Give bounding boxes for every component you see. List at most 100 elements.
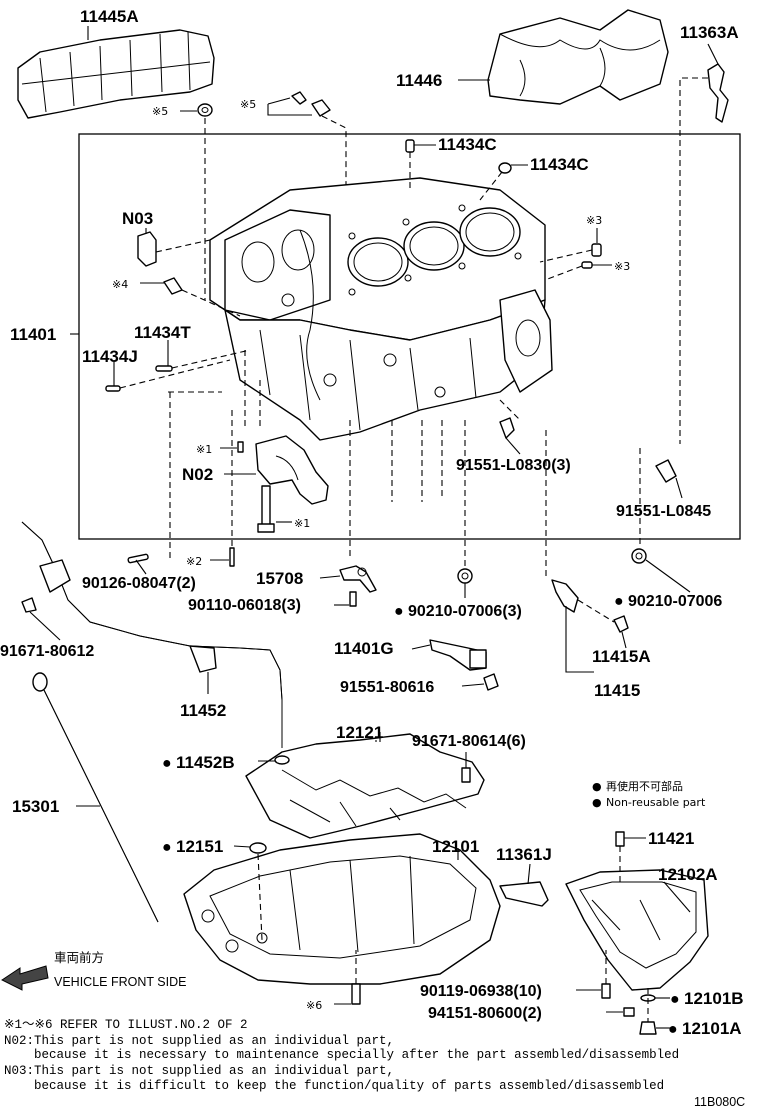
oil-pan-12101-illustration [183,833,501,985]
bracket-15708-illustration [339,565,377,593]
bolt-91551-L0830-illustration [499,417,515,439]
pin-11434T-illustration [155,365,173,372]
label-94151: 94151-80600(2) [428,1005,542,1022]
bullet-11452B: ● [162,755,172,772]
insulator-11445A-illustration [17,29,215,119]
ref-mark-m1b: ※1 [294,517,310,530]
label-11415A: 11415A [592,647,651,666]
label-12151: 12151 [176,837,223,856]
engine-block-group-frame [78,133,741,540]
ref-mark-m1a: ※1 [196,443,212,456]
bullet-12101B: ● [670,991,680,1008]
pin-m1-illustration [237,441,244,453]
bullet-12151: ● [162,839,172,856]
label-91671-80614: 91671-80614(6) [412,733,526,750]
washer-m5-illustration [197,103,213,117]
label-91551-L0830: 91551-L0830(3) [456,457,571,474]
bullet-12101A: ● [668,1021,678,1038]
bolt-11421-illustration [615,831,625,847]
label-11434C-a: 11434C [438,135,497,154]
ref-mark-m3a: ※3 [586,214,602,227]
bearing-cap-N02-illustration [255,435,329,505]
gasket-12151-illustration [249,842,267,854]
bolt-m1-illustration [257,485,275,533]
label-90210: 90210-07006 [628,593,722,610]
pin-m2-illustration [229,547,235,567]
bullet-90210-3: ● [394,603,404,620]
pin-11434C-b-illustration [498,162,512,174]
bolt-94151-illustration [623,1007,635,1017]
label-11434J: 11434J [82,347,138,366]
part-11361J-illustration [499,881,549,907]
ref-mark-m5b: ※5 [240,98,256,111]
note-line-3: because it is necessary to maintenance s… [4,1048,679,1062]
vehicle-front-arrow-icon [1,965,49,991]
bullet-90210: ● [614,593,624,610]
legend-bullet-en: ● [592,796,602,809]
label-11421: 11421 [648,829,694,848]
label-12101: 12101 [432,837,479,856]
ref-mark-m3b: ※3 [614,260,630,273]
bolt-91551-80616-illustration [483,673,499,691]
label-15301: 15301 [12,797,59,816]
label-11434C-b: 11434C [530,155,589,174]
bolt-m6-illustration [351,983,361,1005]
label-11452B: 11452B [176,753,235,772]
legend-text-en: Non-reusable part [606,796,706,809]
legend-bullet-jp: ● [592,780,602,793]
label-91551-80616: 91551-80616 [340,679,434,696]
bolt-90110-illustration [349,591,357,607]
note-line-5: because it is difficult to keep the func… [4,1079,664,1093]
pin-m3-b-illustration [581,261,593,269]
label-11445A: 11445A [80,7,139,26]
bolt-91551-L0845-illustration [655,459,677,483]
label-11401: 11401 [10,325,56,344]
dipstick-guide-11452-illustration [21,521,283,748]
ref-mark-m6: ※6 [306,999,322,1012]
label-90110: 90110-06018(3) [188,597,301,614]
bolt-90119-illustration [601,983,611,999]
label-11446: 11446 [396,71,442,90]
bracket-11363A-illustration [707,63,729,123]
sensor-11415-illustration [551,579,579,613]
gasket-90210-illustration [631,548,647,564]
label-11401G: 11401G [334,639,394,658]
label-91671-80612: 91671-80612 [0,643,94,660]
cylinder-block-illustration [209,177,553,441]
note-line-4: N03:This part is not supplied as an indi… [4,1064,394,1078]
pin-11434J-illustration [105,385,121,392]
label-N03: N03 [122,209,153,228]
sensor-11401G-illustration [429,639,487,671]
dipstick-15301-illustration [32,672,159,923]
direction-text-jp: 車両前方 [54,950,104,965]
label-11361J: 11361J [496,845,552,864]
label-15708: 15708 [256,569,303,588]
note-line-1: ※1～※6 REFER TO ILLUST.NO.2 OF 2 [4,1018,247,1032]
oil-pan-12102A-illustration [565,869,709,991]
label-11452: 11452 [180,701,226,720]
bolts-m5-illustration [291,91,331,117]
bolt-91671-80614-illustration [461,767,471,783]
label-90210-3: 90210-07006(3) [408,603,522,620]
label-11434T: 11434T [134,323,191,342]
label-11415: 11415 [594,681,640,700]
plug-12101A-illustration [639,1021,657,1035]
label-12121: 12121 [336,723,383,742]
ref-mark-m5a: ※5 [152,105,168,118]
label-11363A: 11363A [680,23,739,42]
bolt-m4-illustration [163,277,183,295]
ref-mark-m2: ※2 [186,555,202,568]
gasket-90210-3-illustration [457,568,473,584]
figure-code: 11B080C [694,1095,745,1109]
direction-text-en: VEHICLE FRONT SIDE [54,975,186,989]
pin-m3-a-illustration [591,243,602,257]
bolt-91671-80612-illustration [21,597,37,613]
stud-90126-illustration [127,553,149,564]
pin-11434C-a-illustration [405,139,415,153]
legend-text-jp: 再使用不可部品 [606,779,683,793]
part-N03-illustration [137,231,157,267]
label-90119: 90119-06938(10) [420,983,542,1000]
bolt-11415A-illustration [613,615,629,633]
label-N02: N02 [182,465,213,484]
